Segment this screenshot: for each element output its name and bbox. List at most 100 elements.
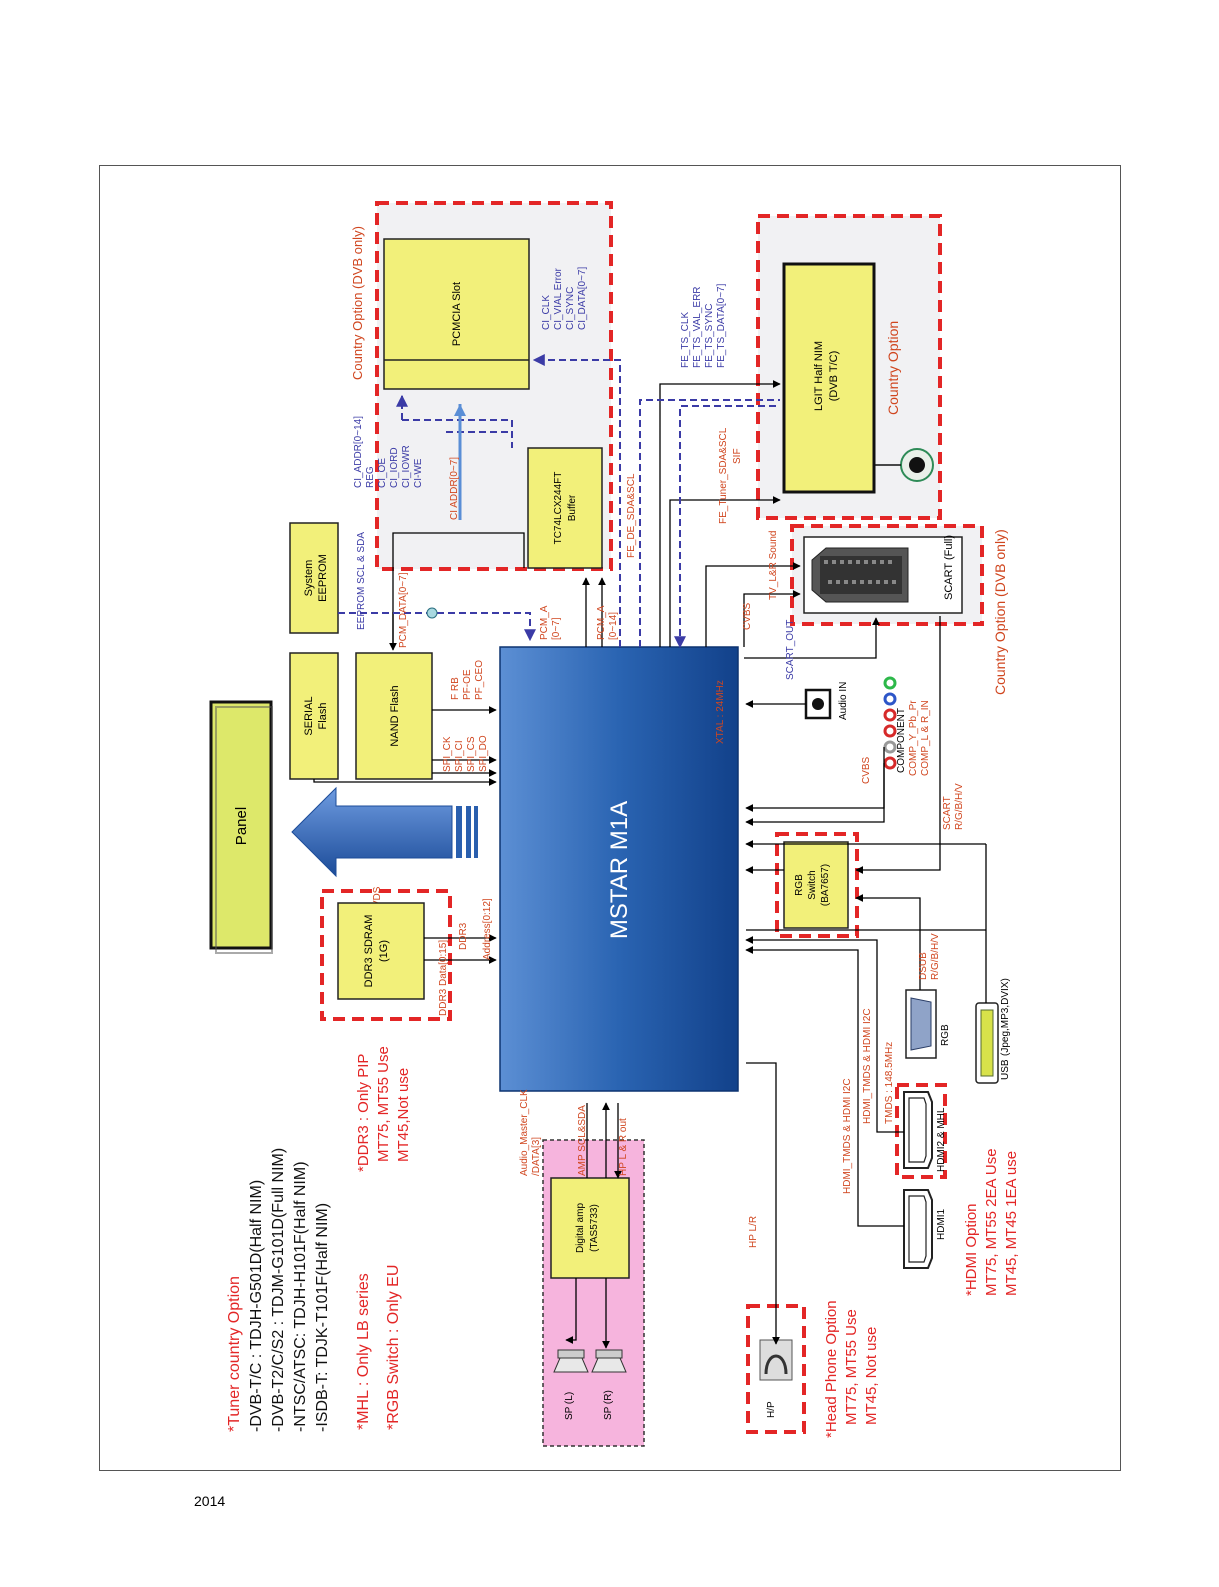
serial-flash-block: SERIAL Flash	[289, 652, 339, 780]
svg-text:SERIAL: SERIAL	[303, 696, 315, 735]
svg-text:CVBS: CVBS	[742, 602, 753, 630]
svg-text:F RB: F RB	[450, 677, 461, 700]
hdmi1-connector: HDMI1	[903, 1189, 947, 1269]
svg-text:Flash: Flash	[317, 703, 329, 730]
eeprom-block: System EEPROM	[289, 522, 339, 634]
svg-text:HDMI1: HDMI1	[936, 1208, 947, 1240]
svg-text:DDR3: DDR3	[458, 922, 469, 950]
svg-text:CI_SYNC: CI_SYNC	[565, 287, 576, 330]
headphone-note: *Head Phone Option	[823, 1300, 840, 1438]
svg-text:MT75, MT55 2EA Use: MT75, MT55 2EA Use	[983, 1148, 1000, 1296]
svg-text:CI_IOWR: CI_IOWR	[401, 445, 412, 488]
hdmi2-connector: HDMI2 & MHL	[903, 1091, 947, 1172]
svg-text:CI-WE: CI-WE	[413, 458, 424, 488]
svg-text:(Jpeg,MP3,DVIX): (Jpeg,MP3,DVIX)	[1000, 978, 1011, 1056]
speaker-left-icon: SP (L)	[553, 1349, 589, 1420]
svg-text:CI_CLK: CI_CLK	[541, 295, 552, 330]
svg-text:PF-OE: PF-OE	[462, 669, 473, 700]
rgb-switch-note: *RGB Switch : Only EU	[385, 1265, 402, 1430]
ddr3-sdram-block: DDR3 SDRAM (1G)	[337, 902, 425, 1000]
svg-text:HDMI_TMDS & HDMI I2C: HDMI_TMDS & HDMI I2C	[862, 1008, 873, 1124]
audio-in-connector: Audio IN	[804, 682, 849, 720]
country-option-dvb-label: Country Option (DVB only)	[350, 226, 365, 380]
pcmcia-slot-block: PCMCIA Slot	[383, 238, 530, 390]
svg-text:H/P: H/P	[766, 1401, 777, 1418]
panel-block: Panel	[209, 700, 273, 954]
ddr3-note: *DDR3 : Only PIP	[355, 1054, 372, 1172]
svg-text:HDMI2 & MHL: HDMI2 & MHL	[936, 1107, 947, 1172]
svg-text:COMP_L & R_IN: COMP_L & R_IN	[920, 700, 931, 776]
hdmi-note: *HDMI Option	[963, 1203, 980, 1296]
xtal-label: XTAL : 24MHz	[715, 680, 726, 744]
mstar-label: MSTAR M1A	[606, 801, 633, 939]
svg-text:TC74LCX244FT: TC74LCX244FT	[553, 472, 564, 545]
svg-text:COMPONENT: COMPONENT	[896, 708, 907, 773]
svg-text:FE_DE_SDA&SCL: FE_DE_SDA&SCL	[626, 473, 637, 558]
svg-text:SCART: SCART	[942, 796, 953, 830]
svg-text:NAND Flash: NAND Flash	[389, 685, 401, 746]
hdmi2-option-region	[895, 1083, 947, 1179]
svg-text:FE_TS_CLK: FE_TS_CLK	[680, 312, 691, 368]
svg-text:DDR3 SDRAM: DDR3 SDRAM	[363, 915, 375, 988]
svg-text:MT75, MT55 Use: MT75, MT55 Use	[843, 1309, 860, 1425]
svg-text:CI_ADDR[0~14]: CI_ADDR[0~14]	[353, 416, 364, 488]
svg-text:PCMCIA Slot: PCMCIA Slot	[451, 282, 463, 346]
svg-text:R/G/B/H/V: R/G/B/H/V	[954, 783, 965, 830]
svg-text:SP (L): SP (L)	[564, 1392, 575, 1420]
svg-text:CI_IORD: CI_IORD	[389, 447, 400, 488]
svg-text:(1G): (1G)	[378, 940, 390, 962]
rgb-switch-option-region	[775, 832, 859, 938]
wiring	[313, 380, 987, 1349]
country-option-nim-label: Country Option	[885, 321, 901, 415]
svg-text:CI_DATA[0~7]: CI_DATA[0~7]	[577, 267, 588, 330]
svg-text:R/G/B/H/V: R/G/B/H/V	[930, 933, 941, 980]
svg-text:SP (R): SP (R)	[603, 1390, 614, 1420]
svg-text:-ISDB-T: TDJK-T101F(Half NIM): -ISDB-T: TDJK-T101F(Half NIM)	[314, 1203, 331, 1432]
svg-text:CI_OE: CI_OE	[377, 458, 388, 488]
svg-text:TMDS : 148.5MHz: TMDS : 148.5MHz	[884, 1042, 895, 1124]
scart-label: SCART (Full)	[943, 535, 955, 600]
svg-text:AMP SCL&SDA: AMP SCL&SDA	[577, 1105, 588, 1176]
svg-text:-DVB-T2/C/S2 : TDJM-G101D(Full: -DVB-T2/C/S2 : TDJM-G101D(Full NIM)	[270, 1148, 287, 1432]
svg-text:-DVB-T/C : TDJH-G501D(Half NIM: -DVB-T/C : TDJH-G501D(Half NIM)	[248, 1180, 265, 1432]
svg-text:SPI_DO: SPI_DO	[478, 735, 489, 772]
svg-text:Audio_Master_CLK: Audio_Master_CLK	[519, 1089, 530, 1176]
svg-text:[0~14]: [0~14]	[608, 612, 619, 640]
digital-amp-block: Digital amp (TAS5733)	[550, 1177, 630, 1279]
svg-text:TV_L&R Sound: TV_L&R Sound	[768, 531, 779, 601]
svg-text:MT75, MT55 Use: MT75, MT55 Use	[375, 1046, 392, 1162]
svg-text:(DVB T/C): (DVB T/C)	[828, 351, 840, 402]
svg-text:MT45, MT45 1EA use: MT45, MT45 1EA use	[1003, 1151, 1020, 1296]
svg-text:(BA7657): (BA7657)	[820, 864, 831, 906]
mhl-note: *MHL : Only LB series	[355, 1273, 372, 1430]
svg-text:DDR3 Data[0:15]: DDR3 Data[0:15]	[438, 940, 449, 1016]
speaker-right-icon: SP (R)	[591, 1349, 627, 1420]
svg-text:LGIT Half NIM: LGIT Half NIM	[813, 341, 825, 411]
mstar-m1a-chip: MSTAR M1A XTAL : 24MHz	[499, 646, 739, 1092]
svg-text:Address[0:12]: Address[0:12]	[482, 898, 493, 960]
svg-text:CVBS: CVBS	[861, 756, 872, 784]
svg-text:PCM_A: PCM_A	[539, 605, 550, 640]
svg-text:Audio IN: Audio IN	[838, 682, 849, 720]
usb-connector: USB (Jpeg,MP3,DVIX)	[975, 978, 1011, 1084]
svg-text:RGB: RGB	[794, 874, 805, 896]
tuner-note-title: *Tuner country Option	[226, 1276, 243, 1432]
svg-text:CI ADDR[0~7]: CI ADDR[0~7]	[449, 457, 460, 520]
svg-text:Switch: Switch	[807, 870, 818, 899]
svg-text:HDMI_TMDS & HDMI I2C: HDMI_TMDS & HDMI I2C	[842, 1078, 853, 1194]
component-connectors: COMPONENT	[883, 676, 907, 773]
svg-text:PCM_A: PCM_A	[596, 605, 607, 640]
svg-text:SIF: SIF	[732, 448, 743, 464]
svg-text:/DATA[3]: /DATA[3]	[531, 1137, 542, 1176]
rgb-switch-block: RGB Switch (BA7657)	[783, 841, 849, 929]
notes: *Tuner country Option -DVB-T/C : TDJH-G5…	[226, 1046, 1020, 1438]
scart-connector: SCART (Full)	[803, 535, 963, 614]
lvds-arrow: LVDS	[291, 786, 478, 912]
nim-block: LGIT Half NIM (DVB T/C)	[782, 262, 934, 494]
svg-text:EEPROM: EEPROM	[317, 554, 329, 602]
svg-text:FE_Tuner_SDA&SCL: FE_Tuner_SDA&SCL	[718, 427, 729, 524]
svg-text:SPI_CK: SPI_CK	[442, 736, 453, 772]
svg-text:FE_TS_SYNC: FE_TS_SYNC	[704, 304, 715, 368]
svg-text:USB: USB	[1000, 1059, 1011, 1080]
svg-text:Digital amp: Digital amp	[575, 1203, 586, 1253]
